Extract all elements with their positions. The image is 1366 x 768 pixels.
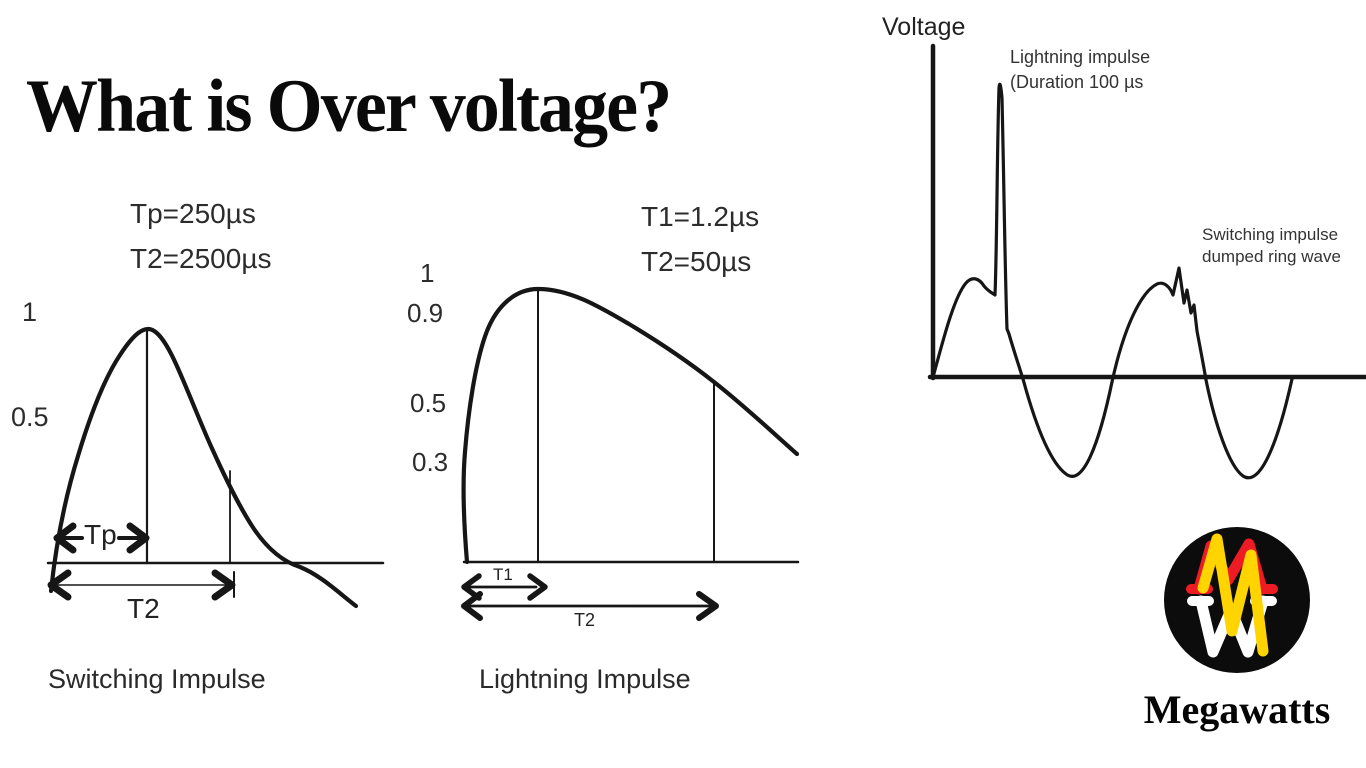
- t2-arrowhead-right: [211, 569, 236, 601]
- switching-params: Tp=250µs T2=2500µs: [130, 191, 271, 281]
- switching-impulse-note: Switching impulse dumped ring wave: [1202, 224, 1341, 268]
- switching-param-t2: T2=2500µs: [130, 243, 272, 274]
- t1-arrowhead-right: [527, 573, 548, 601]
- page-title: What is Over voltage?: [26, 65, 672, 149]
- lightning-impulse-note-line1: Lightning impulse: [1010, 47, 1151, 67]
- lightning-impulse-curve: [461, 286, 800, 565]
- logo-bolt-yellow-zigzag: [1197, 533, 1269, 657]
- lightning-impulse-note-line2: (Duration 100 µs: [1010, 72, 1144, 92]
- lightning-param-t1: T1=1.2µs: [641, 201, 760, 232]
- switching-ytick-05: 0.5: [11, 402, 49, 432]
- switching-param-tp: Tp=250µs: [130, 198, 256, 229]
- lightning-impulse-plot: [461, 286, 800, 621]
- lightning-ytick-09: 0.9: [407, 298, 444, 328]
- t2-arrowhead-left: [461, 591, 483, 621]
- voltage-wave-plot: [927, 43, 1366, 480]
- tp-arrowhead-right: [126, 522, 150, 554]
- switching-t2-arrow-label: T2: [127, 593, 160, 624]
- voltage-axis-label: Voltage: [882, 13, 966, 41]
- t2-arrowhead-left: [47, 569, 72, 601]
- switching-impulse-curve: [48, 326, 359, 609]
- lightning-ytick-03: 0.3: [412, 447, 449, 477]
- lightning-impulse-note: Lightning impulse (Duration 100 µs: [1010, 45, 1150, 95]
- lightning-t2-arrow-label: T2: [574, 610, 596, 630]
- overvoltage-waveform: [931, 82, 1294, 480]
- lightning-caption: Lightning Impulse: [479, 664, 691, 694]
- lightning-param-t2: T2=50µs: [641, 246, 752, 277]
- switching-impulse-note-line2: dumped ring wave: [1202, 247, 1341, 266]
- switching-impulse-note-line1: Switching impulse: [1202, 225, 1339, 244]
- t2-arrowhead-right: [696, 591, 719, 621]
- switching-caption: Switching Impulse: [48, 664, 266, 694]
- lightning-ytick-1: 1: [420, 258, 435, 288]
- tp-arrow-label: Tp: [84, 519, 117, 550]
- switching-impulse-plot: [46, 326, 385, 609]
- lightning-params: T1=1.2µs T2=50µs: [641, 194, 759, 284]
- t1-arrowhead-left: [461, 573, 482, 601]
- t1-arrow-label: T1: [493, 565, 513, 584]
- brand-name: Megawatts: [1143, 687, 1331, 732]
- logo-bolt-yellow: [1197, 533, 1269, 657]
- megawatts-logo: [1164, 527, 1310, 673]
- switching-ytick-1: 1: [22, 297, 38, 327]
- lightning-ytick-05: 0.5: [410, 388, 447, 418]
- tp-arrowhead-left: [53, 522, 77, 554]
